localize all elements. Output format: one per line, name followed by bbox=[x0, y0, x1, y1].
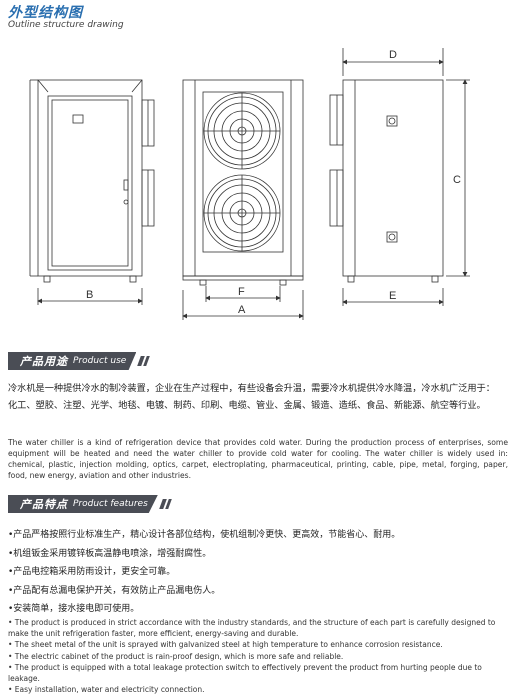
paragraph-line: 冷水机是一种提供冷水的制冷装置，企业在生产过程中，有些设备会升温，需要冷水机提供… bbox=[8, 383, 495, 394]
side-view bbox=[182, 79, 304, 286]
dim-label-d: D bbox=[389, 49, 397, 61]
product-use-title-cn: 产品用途 bbox=[20, 355, 68, 368]
outline-drawing: B F A D C E bbox=[29, 48, 470, 320]
dim-label-a: A bbox=[238, 304, 246, 316]
product-features-cn-list: •产品严格按照行业标准生产，精心设计各部位结构，使机组制冷更快、更高效，节能省心… bbox=[8, 526, 508, 619]
dim-label-b: B bbox=[86, 289, 93, 301]
product-features-banner: 产品特点 Product features bbox=[8, 495, 172, 513]
list-item: •产品电控箱采用防雨设计，更安全可靠。 bbox=[8, 567, 176, 577]
dim-label-e: E bbox=[389, 290, 396, 302]
section-subtitle-outline: Outline structure drawing bbox=[8, 20, 124, 30]
list-item: •安装简单，接水接电即可使用。 bbox=[8, 604, 140, 614]
dimension-lines bbox=[37, 48, 470, 320]
product-use-en: The water chiller is a kind of refrigera… bbox=[8, 438, 508, 480]
product-features-title-cn: 产品特点 bbox=[20, 498, 68, 511]
list-item: • The sheet metal of the unit is sprayed… bbox=[8, 640, 443, 650]
paragraph-line: 化工、塑胶、注塑、光学、地毯、电镀、制药、印刷、电缆、管业、金属、锻造、造纸、食… bbox=[8, 400, 486, 411]
product-use-banner: 产品用途 Product use bbox=[8, 352, 151, 370]
banner-accent bbox=[143, 356, 151, 366]
list-item: •产品配有总漏电保护开关，有效防止产品漏电伤人。 bbox=[8, 585, 221, 596]
front-view bbox=[29, 79, 155, 283]
rear-view bbox=[329, 79, 444, 283]
section-title-outline: 外型结构图 bbox=[8, 5, 83, 21]
product-use-cn: 冷水机是一种提供冷水的制冷装置，企业在生产过程中，有些设备会升温，需要冷水机提供… bbox=[8, 380, 508, 414]
list-item: •产品严格按照行业标准生产，精心设计各部位结构，使机组制冷更快、更高效，节能省心… bbox=[8, 530, 401, 540]
product-use-title-en: Product use bbox=[73, 356, 127, 366]
list-item: • The product is equipped with a total l… bbox=[8, 662, 482, 684]
list-item: • Easy installation, water and electrici… bbox=[8, 685, 205, 695]
list-item: • The electric cabinet of the product is… bbox=[8, 651, 344, 661]
product-features-title-en: Product features bbox=[73, 499, 148, 509]
list-item: • The product is produced in strict acco… bbox=[8, 618, 496, 639]
dim-label-f: F bbox=[238, 286, 245, 298]
list-item: •机组钣金采用镀锌板高温静电喷涂，增强耐腐性。 bbox=[8, 548, 212, 559]
product-features-en-list: • The product is produced in strict acco… bbox=[8, 617, 512, 695]
dim-label-c: C bbox=[453, 174, 461, 186]
